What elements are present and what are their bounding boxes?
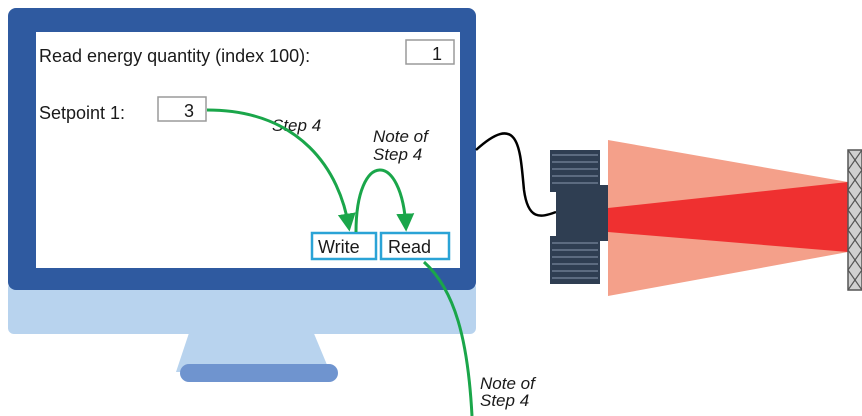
monitor-chin [8, 282, 476, 334]
setpoint-label: Setpoint 1: [39, 103, 125, 123]
arrow-write-to-read [354, 168, 415, 233]
read-quantity-label: Read energy quantity (index 100): [39, 46, 310, 66]
monitor-stand-base [180, 364, 338, 382]
arrow-read-down [422, 260, 474, 416]
sensor-thread-bottom [550, 236, 600, 284]
setpoint-field-box[interactable] [157, 96, 207, 122]
read-quantity-value: 1 [432, 44, 442, 64]
read-button-label: Read [388, 237, 431, 257]
note-of-step4-line2: Step 4 [373, 145, 422, 164]
flow-arrows [206, 108, 474, 416]
read-button[interactable] [379, 231, 451, 261]
write-button[interactable] [310, 231, 378, 261]
screen-content: Read energy quantity (index 100): 1 Setp… [39, 39, 455, 261]
setpoint-value: 3 [184, 101, 194, 121]
write-button-label: Write [318, 237, 360, 257]
sensor-cable [475, 132, 557, 217]
arrow-setpoint-to-write [206, 108, 356, 232]
monitor-screen [36, 32, 460, 268]
sensor-body [556, 185, 608, 241]
note-of-step4-line1: Note of [373, 127, 430, 146]
bottom-note-line1: Note of [480, 374, 537, 393]
measurement-target [847, 149, 862, 291]
monitor [8, 8, 476, 382]
step4-label: Step 4 [272, 116, 321, 135]
beam-inner [608, 182, 848, 252]
sensor [550, 150, 608, 284]
bottom-note-line2: Step 4 [480, 391, 529, 410]
annotations: Step 4 Note of Step 4 Note of Step 4 [272, 116, 537, 410]
read-quantity-field-box[interactable] [405, 39, 455, 65]
